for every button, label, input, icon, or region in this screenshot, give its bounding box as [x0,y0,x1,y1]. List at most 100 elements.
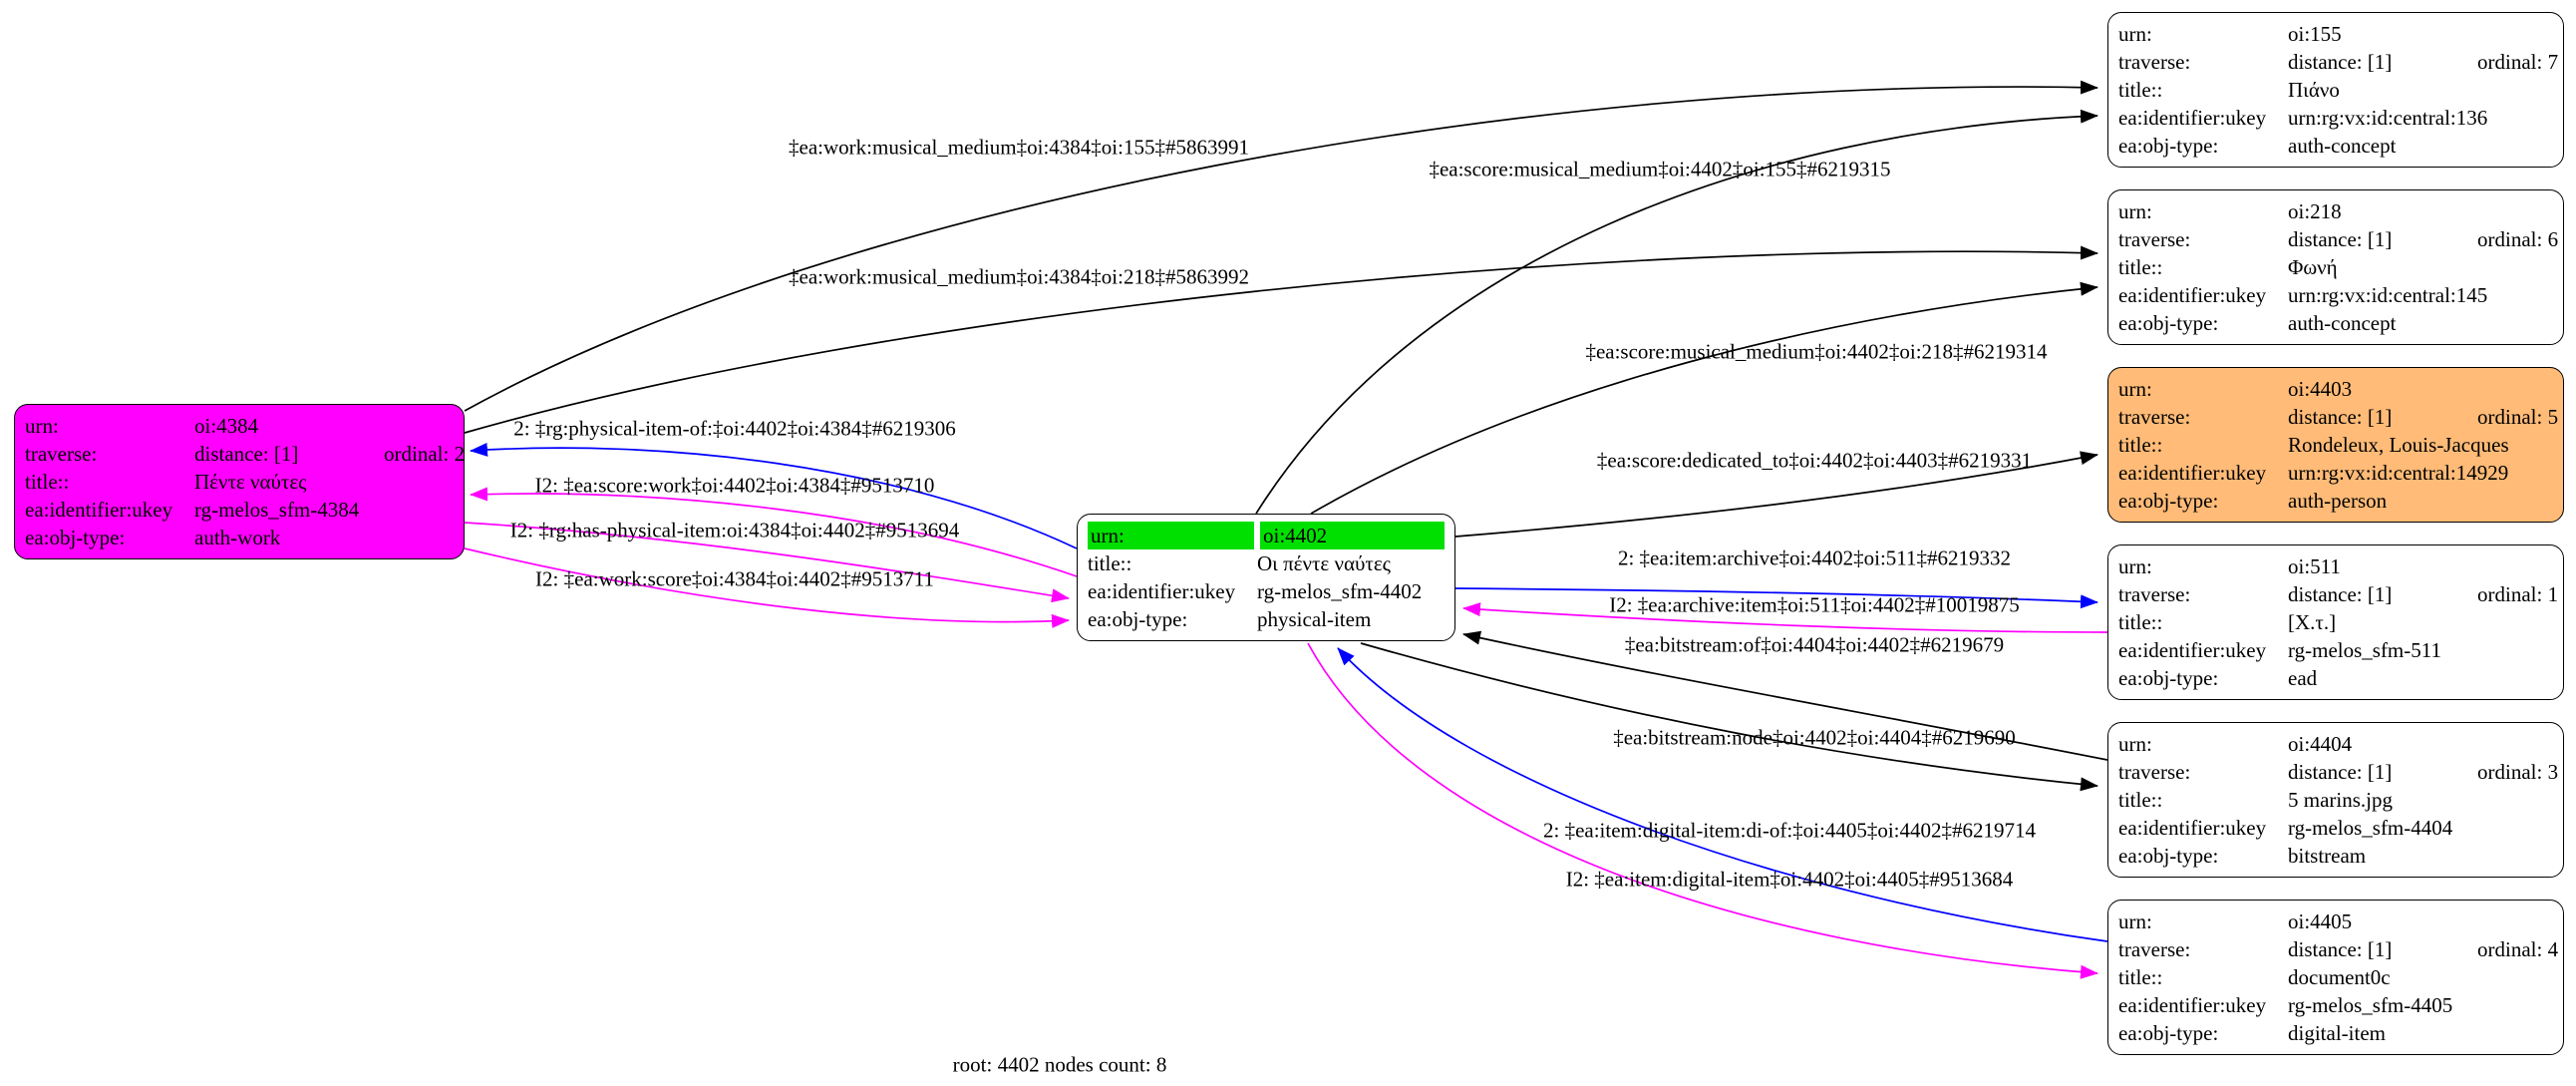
edge-archive-item-511-4402 [1462,602,2108,633]
edge-label: I2: ‡ea:archive:item‡oi:511‡oi:4402‡#100… [1609,592,2020,617]
field-key: ea:identifier:ukey [2118,638,2267,662]
node-row-objtype: ea:obj-type: ead [2118,664,2553,692]
field-value: oi:218 [2288,199,2342,223]
node-row-traverse: traverse: distance: [1] ordinal: 3 [2118,758,2558,786]
field-key: traverse: [2118,50,2191,74]
edge-physical-item-of-4402-4384 [470,442,1078,549]
node-row-urn: urn: oi:4403 [2118,375,2553,403]
field-value: ead [2288,666,2318,690]
field-value: ordinal: 5 [2477,405,2559,429]
node-row-traverse: traverse: distance: [1] ordinal: 2 [25,440,465,468]
node-row-traverse: traverse: distance: [1] ordinal: 7 [2118,48,2558,76]
field-value: oi:4405 [2288,909,2353,933]
field-key: traverse: [25,442,98,466]
field-value: oi:155 [2288,22,2342,46]
field-key: title:: [2118,433,2163,457]
field-key: ea:identifier:ukey [2118,283,2267,307]
field-value: ordinal: 4 [2477,937,2559,961]
edge-label: ‡ea:bitstream:of‡oi:4404‡oi:4402‡#621967… [1624,632,2005,657]
node-row-objtype: ea:obj-type: auth-work [25,524,454,551]
node-row-identifier: ea:identifier:ukey urn:rg:vx:id:central:… [2118,104,2553,132]
field-key: ea:obj-type: [2118,134,2219,158]
field-key: traverse: [2118,405,2191,429]
edge-score-work-4402-4384 [470,487,1078,577]
node-row-objtype: ea:obj-type: auth-concept [2118,309,2553,337]
field-key: urn: [1088,522,1254,549]
node-row-objtype: ea:obj-type: auth-concept [2118,132,2553,160]
node-row-objtype: ea:obj-type: bitstream [2118,842,2553,870]
field-key: urn: [25,414,59,438]
field-value: distance: [1] [2288,582,2393,606]
edge-label: ‡ea:work:musical_medium‡oi:4384‡oi:218‡#… [789,264,1249,289]
edge-label: I2: ‡rg:has-physical-item:oi:4384‡oi:440… [509,518,960,543]
field-value: rg-melos_sfm-4404 [2288,816,2453,840]
field-key: urn: [2118,909,2152,933]
field-key: ea:identifier:ukey [2118,106,2267,130]
node-oi-4403: urn: oi:4403 traverse: distance: [1] ord… [2107,367,2564,523]
field-key: traverse: [2118,582,2191,606]
field-value: [Χ.τ.] [2288,610,2337,634]
field-value: urn:rg:vx:id:central:14929 [2288,461,2509,485]
field-key: ea:identifier:ukey [2118,816,2267,840]
field-key: ea:obj-type: [2118,489,2219,513]
edge-label: I2: ‡ea:work:score‡oi:4384‡oi:4402‡#9513… [535,566,934,591]
node-row-title: title:: Οι πέντε ναύτες [1088,549,1445,577]
node-row-identifier: ea:identifier:ukey rg-melos_sfm-4404 [2118,814,2553,842]
field-key: urn: [2118,199,2152,223]
field-value: ordinal: 1 [2477,582,2559,606]
field-key: traverse: [2118,937,2191,961]
edge-label: 2: ‡ea:item:archive‡oi:4402‡oi:511‡#6219… [1617,545,2012,570]
node-row-urn-highlighted: urn: oi:4402 [1088,522,1445,549]
field-value: distance: [1] [2288,227,2393,251]
node-row-identifier: ea:identifier:ukey rg-melos_sfm-4384 [25,496,454,524]
node-row-objtype: ea:obj-type: auth-person [2118,487,2553,515]
field-value: distance: [1] [2288,405,2393,429]
edge-has-physical-item-4384-4402 [464,522,1070,603]
field-value: oi:4384 [194,414,259,438]
edge-item-digital-item-4402-4405 [1307,642,2098,979]
field-key: urn: [2118,732,2152,756]
node-row-urn: urn: oi:4404 [2118,730,2553,758]
edge-label: ‡ea:bitstream:node‡oi:4402‡oi:4404‡#6219… [1613,725,2016,750]
field-value: digital-item [2288,1021,2386,1045]
field-value: auth-concept [2288,311,2397,335]
node-row-traverse: traverse: distance: [1] ordinal: 6 [2118,225,2558,253]
field-key: traverse: [2118,227,2191,251]
field-key: title:: [2118,255,2163,279]
field-value: rg-melos_sfm-511 [2288,638,2441,662]
edge-item-archive-4402-511 [1454,587,2098,609]
field-value: Φωνή [2288,255,2338,279]
edge-score-dedicated-to-4402-4403 [1454,451,2098,538]
field-value: distance: [1] [2288,50,2393,74]
node-row-objtype: ea:obj-type: physical-item [1088,605,1445,633]
field-value: Πέντε ναύτες [194,470,307,494]
node-oi-218: urn: oi:218 traverse: distance: [1] ordi… [2107,189,2564,345]
field-value: urn:rg:vx:id:central:145 [2288,283,2488,307]
field-value: Πιάνο [2288,78,2340,102]
node-oi-4404: urn: oi:4404 traverse: distance: [1] ord… [2107,722,2564,878]
node-row-title: title:: Rondeleux, Louis-Jacques [2118,431,2553,459]
field-value: ordinal: 2 [384,442,466,466]
field-value: auth-concept [2288,134,2397,158]
node-row-title: title:: 5 marins.jpg [2118,786,2553,814]
node-row-title: title:: Πέντε ναύτες [25,468,454,496]
field-value: distance: [1] [2288,760,2393,784]
node-row-identifier: ea:identifier:ukey rg-melos_sfm-511 [2118,636,2553,664]
edge-label: I2: ‡ea:item:digital-item‡oi:4402‡oi:440… [1565,867,2014,892]
node-row-traverse: traverse: distance: [1] ordinal: 5 [2118,403,2558,431]
field-key: title:: [1088,551,1132,575]
field-key: ea:obj-type: [2118,844,2219,868]
node-row-identifier: ea:identifier:ukey urn:rg:vx:id:central:… [2118,459,2553,487]
node-row-urn: urn: oi:4384 [25,412,454,440]
node-row-objtype: ea:obj-type: digital-item [2118,1019,2553,1047]
node-row-traverse: traverse: distance: [1] ordinal: 1 [2118,580,2558,608]
node-oi-511: urn: oi:511 traverse: distance: [1] ordi… [2107,544,2564,700]
field-key: title:: [2118,610,2163,634]
field-value: 5 marins.jpg [2288,788,2393,812]
field-key: urn: [2118,377,2152,401]
field-key: ea:identifier:ukey [2118,993,2267,1017]
field-key: ea:identifier:ukey [1088,579,1236,603]
edge-label: ‡ea:score:dedicated_to‡oi:4402‡oi:4403‡#… [1596,448,2033,473]
field-value: rg-melos_sfm-4384 [194,498,360,522]
